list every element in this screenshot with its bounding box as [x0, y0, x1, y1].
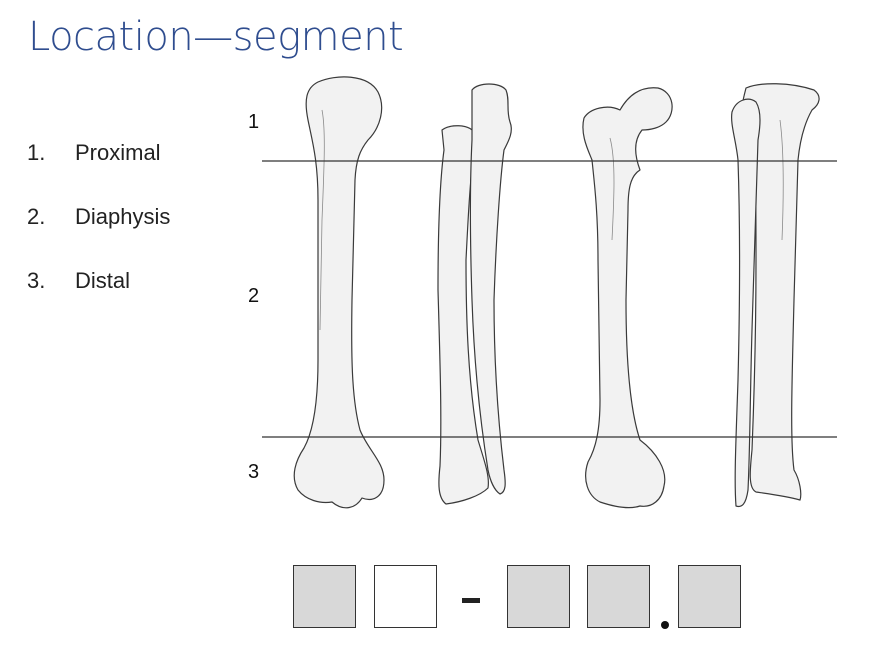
legend-label: Distal: [75, 268, 131, 293]
fibula-bone: [731, 98, 761, 508]
legend-number: 2.: [27, 204, 46, 229]
humerus-detail-line: [319, 109, 325, 331]
code-box-2: [374, 565, 437, 628]
legend-label: Diaphysis: [75, 204, 171, 229]
segment-label-1: 1: [248, 111, 260, 133]
code-box-1: [293, 565, 356, 628]
legend-number: 1.: [27, 140, 46, 165]
humerus-bone: [293, 76, 385, 509]
code-box-3: [507, 565, 570, 628]
segment-label-3: 3: [248, 461, 260, 483]
code-dot-separator: [661, 621, 669, 629]
legend-number: 3.: [27, 268, 46, 293]
code-dash-separator: [462, 598, 480, 603]
radius-bone: [437, 125, 489, 505]
ulna-bone: [469, 83, 512, 495]
legend-label: Proximal: [75, 140, 161, 165]
femur-bone: [582, 87, 673, 509]
femur-detail-line: [609, 137, 615, 241]
code-box-4: [587, 565, 650, 628]
tibia-detail-line: [779, 119, 784, 241]
code-box-5: [678, 565, 741, 628]
segment-label-2: 2: [248, 285, 260, 307]
page-title: Location—segment: [28, 14, 404, 60]
